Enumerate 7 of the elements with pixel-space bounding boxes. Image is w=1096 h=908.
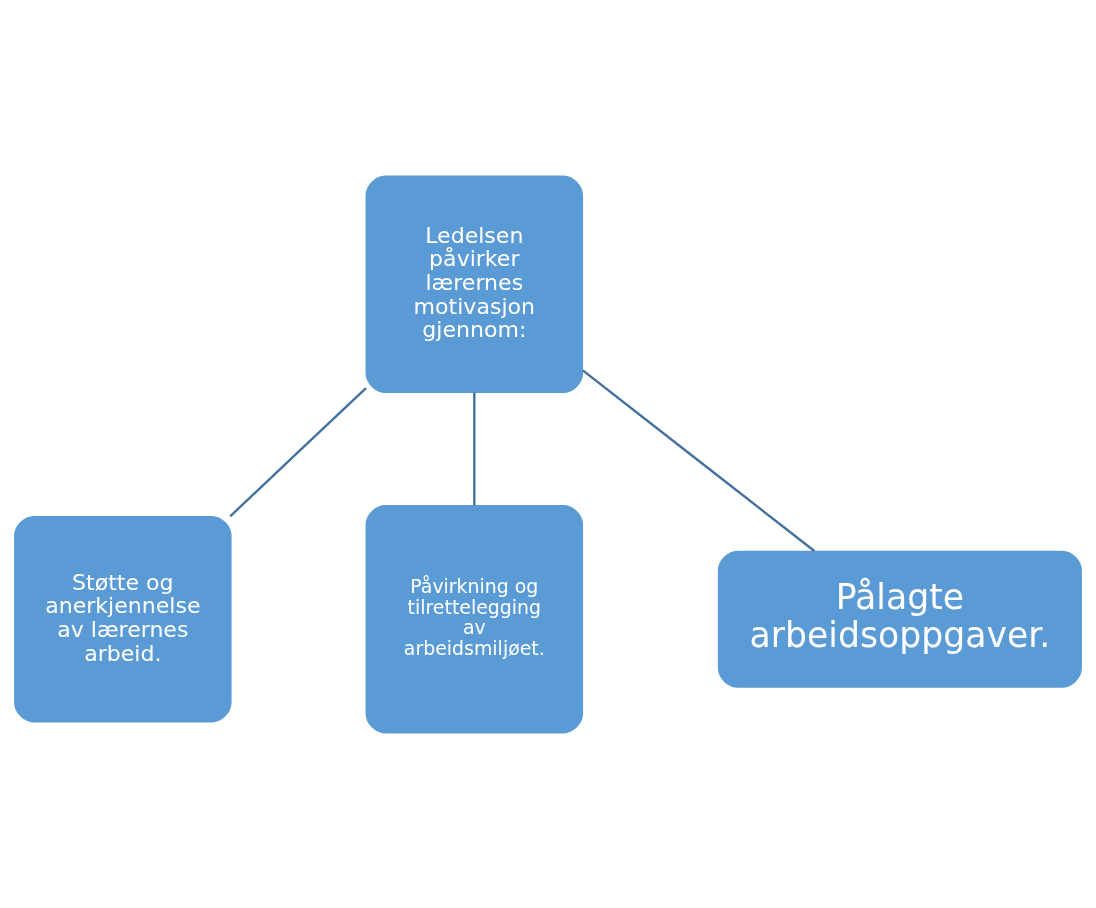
- connector: [582, 369, 816, 552]
- node-box: Pålagte arbeidsoppgaver.: [717, 550, 1082, 688]
- node-box: Ledelsen påvirker lærernes motivasjon gjennom:: [365, 175, 584, 393]
- node-box: Påvirkning og tilrettelegging av arbeidsmiljøet.: [365, 504, 584, 733]
- connector: [473, 392, 476, 505]
- node-box: Støtte og anerkjennelse av lærernes arbeid.: [14, 515, 232, 722]
- connector: [229, 386, 367, 517]
